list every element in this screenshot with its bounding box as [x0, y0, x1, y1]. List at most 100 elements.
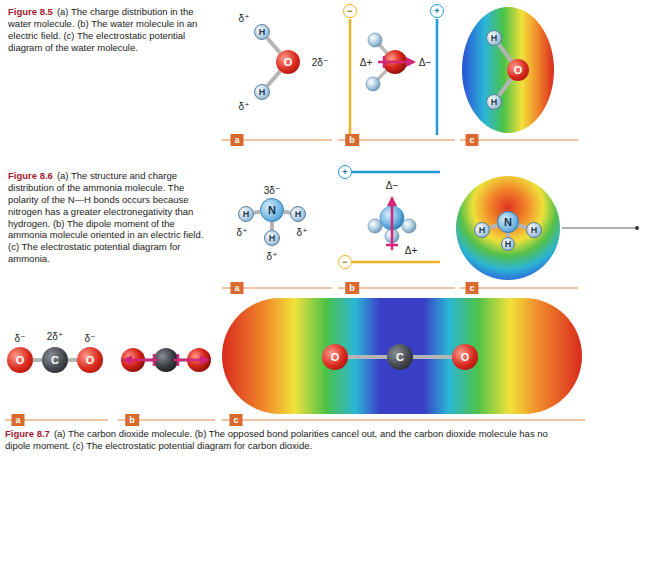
hydrogen-atom: H: [526, 222, 542, 238]
dipole-end-label: Δ+: [405, 245, 418, 256]
potential-surface: [222, 298, 582, 414]
dipole-end-label: Δ+: [360, 57, 373, 68]
partial-charge: δ⁺: [297, 227, 308, 238]
atom-symbol: +: [434, 7, 439, 16]
atom-symbol: −: [342, 258, 347, 267]
caption-block: Figure 8.7(a) The carbon dioxide molecul…: [5, 428, 575, 452]
panel-letter: a: [11, 414, 24, 426]
caption-block: Figure 8.5(a) The charge distribution in…: [8, 6, 213, 54]
chemical-bond: [499, 79, 512, 96]
chemical-bond: [413, 355, 452, 359]
oxygen-atom: O: [452, 344, 478, 370]
dipole-end-label: Δ−: [419, 57, 432, 68]
atom-symbol: O: [461, 352, 470, 363]
partial-charge: 2δ⁺: [47, 331, 63, 342]
chemical-bond: [68, 358, 77, 362]
atom-symbol: H: [259, 28, 266, 37]
hydrogen-atom: H: [501, 237, 515, 251]
partial-charge: 3δ⁻: [264, 185, 280, 196]
chemical-bond: [267, 38, 280, 53]
chemical-bond: [270, 222, 274, 230]
partial-charge: δ⁺: [239, 13, 250, 24]
caption-text: (a) The structure and charge distributio…: [8, 170, 203, 264]
atom-symbol: O: [16, 355, 25, 366]
potential-surface: [462, 7, 554, 133]
dipole-end-label: Δ−: [386, 180, 399, 191]
atom-symbol: H: [479, 226, 486, 235]
panel-letter: b: [345, 282, 359, 294]
oxygen-atom: O: [7, 347, 33, 373]
atom-symbol: H: [491, 98, 498, 107]
hydrogen-atom: H: [474, 222, 490, 238]
hydrogen-atom: H: [238, 206, 254, 222]
ammonia-in-field: [352, 172, 440, 262]
partial-charge: δ⁻: [15, 333, 26, 344]
panel-letter: c: [465, 282, 478, 294]
atom-symbol: N: [268, 205, 276, 216]
potential-surface: [456, 176, 560, 280]
figure-number: Figure 8.5: [8, 6, 53, 17]
atom-symbol: O: [331, 352, 340, 363]
panel-letter: b: [345, 134, 359, 146]
atom-symbol: −: [347, 7, 352, 16]
hydrogen-atom: H: [254, 84, 270, 100]
atom-symbol: +: [342, 168, 347, 177]
hydrogen-atom: H: [486, 94, 502, 110]
hydrogen-atom: H: [486, 30, 502, 46]
atom-symbol: C: [51, 355, 59, 366]
oxygen-atom: O: [507, 59, 529, 81]
chemical-bond: [33, 358, 42, 362]
nitrogen-atom: N: [497, 211, 519, 233]
negative-plate-sign: −: [338, 255, 352, 269]
caption-text: (a) The carbon dioxide molecule. (b) The…: [5, 428, 548, 451]
oxygen-atom: O: [322, 344, 348, 370]
panel-letter: b: [125, 414, 139, 426]
panel-letter: c: [229, 414, 242, 426]
atom-symbol: O: [86, 355, 95, 366]
atom-symbol: H: [505, 240, 512, 249]
atom-symbol: H: [295, 210, 302, 219]
atom-symbol: H: [531, 226, 538, 235]
panel-letter: a: [230, 282, 243, 294]
oxygen-atom: O: [276, 50, 300, 74]
negative-plate-sign: −: [343, 4, 357, 18]
leader-dot: [635, 226, 639, 230]
atom-symbol: H: [269, 234, 276, 243]
panel-letter: a: [230, 134, 243, 146]
partial-charge: δ⁺: [267, 251, 278, 262]
atom-symbol: C: [396, 352, 404, 363]
carbon-atom: C: [387, 344, 413, 370]
hydrogen-atom: H: [254, 24, 270, 40]
atom-symbol: H: [259, 88, 266, 97]
nitrogen-atom: N: [260, 198, 284, 222]
partial-charge: δ⁺: [239, 101, 250, 112]
chemical-bond: [519, 225, 527, 227]
figure-number: Figure 8.7: [5, 428, 50, 439]
panel-rule: [5, 140, 585, 420]
partial-charge: δ⁻: [85, 333, 96, 344]
hydrogen-atom: H: [264, 230, 280, 246]
atom-symbol: O: [514, 65, 523, 76]
partial-charge: δ⁺: [237, 227, 248, 238]
chemical-bond: [348, 355, 387, 359]
chemical-bond: [499, 44, 512, 61]
leader-line: [562, 228, 635, 229]
atom-symbol: O: [284, 57, 293, 68]
water-in-field: [350, 19, 437, 135]
chemical-bond: [490, 225, 498, 227]
oxygen-atom: O: [77, 347, 103, 373]
hydrogen-atom: H: [290, 206, 306, 222]
caption-block: Figure 8.6(a) The structure and charge d…: [8, 170, 213, 265]
panel-letter: c: [465, 134, 478, 146]
figure-number: Figure 8.6: [8, 170, 53, 181]
carbon-atom: C: [42, 347, 68, 373]
co2-bond-dipoles: [121, 348, 211, 372]
atom-symbol: N: [504, 217, 512, 228]
atom-symbol: H: [491, 34, 498, 43]
chemical-bond: [267, 71, 280, 86]
positive-plate-sign: +: [430, 4, 444, 18]
positive-plate-sign: +: [338, 165, 352, 179]
